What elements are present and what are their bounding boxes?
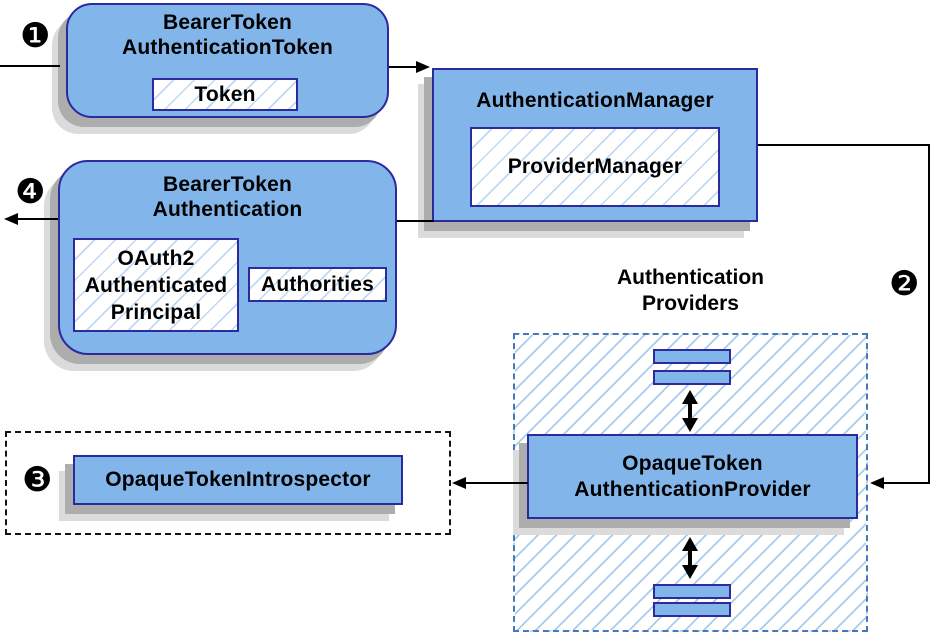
step-3-badge: ❸ bbox=[22, 460, 53, 500]
bearer-token-authentication-title: BearerToken Authentication bbox=[152, 173, 303, 221]
authentication-manager-box: AuthenticationManager ProviderManager bbox=[432, 68, 758, 222]
oauth2-authenticated-principal-box: OAuth2 Authenticated Principal bbox=[73, 238, 239, 332]
opaque-token-authentication-provider-box: OpaqueToken AuthenticationProvider bbox=[527, 434, 858, 519]
providers-container: OpaqueToken AuthenticationProvider bbox=[513, 333, 868, 632]
step-2-badge: ❷ bbox=[889, 264, 920, 304]
flow-arrow-token-to-manager bbox=[389, 61, 430, 73]
provider-stack-bar bbox=[653, 584, 731, 599]
authentication-manager-title: AuthenticationManager bbox=[476, 89, 714, 112]
bearer-token-authentication-token-box: BearerToken AuthenticationToken Token bbox=[66, 3, 389, 118]
bearer-token-authentication-box: BearerToken Authentication OAuth2 Authen… bbox=[58, 160, 397, 355]
provider-stack-bar bbox=[653, 602, 731, 617]
token-box: Token bbox=[152, 78, 298, 111]
provider-stack-bar bbox=[653, 370, 731, 385]
step-1-badge: ❶ bbox=[20, 16, 51, 56]
flow-arrow-authentication-out bbox=[4, 213, 58, 225]
authorities-box: Authorities bbox=[248, 267, 387, 302]
provider-stack-bar bbox=[653, 349, 731, 364]
bearer-token-authentication-token-title: BearerToken AuthenticationToken bbox=[121, 11, 334, 59]
step-4-badge: ❹ bbox=[15, 172, 46, 212]
providers-title: Authentication Providers bbox=[617, 266, 764, 315]
introspector-container: ❸ OpaqueTokenIntrospector bbox=[5, 431, 451, 535]
opaque-token-introspector-box: OpaqueTokenIntrospector bbox=[73, 455, 403, 505]
provider-manager-box: ProviderManager bbox=[470, 127, 720, 207]
